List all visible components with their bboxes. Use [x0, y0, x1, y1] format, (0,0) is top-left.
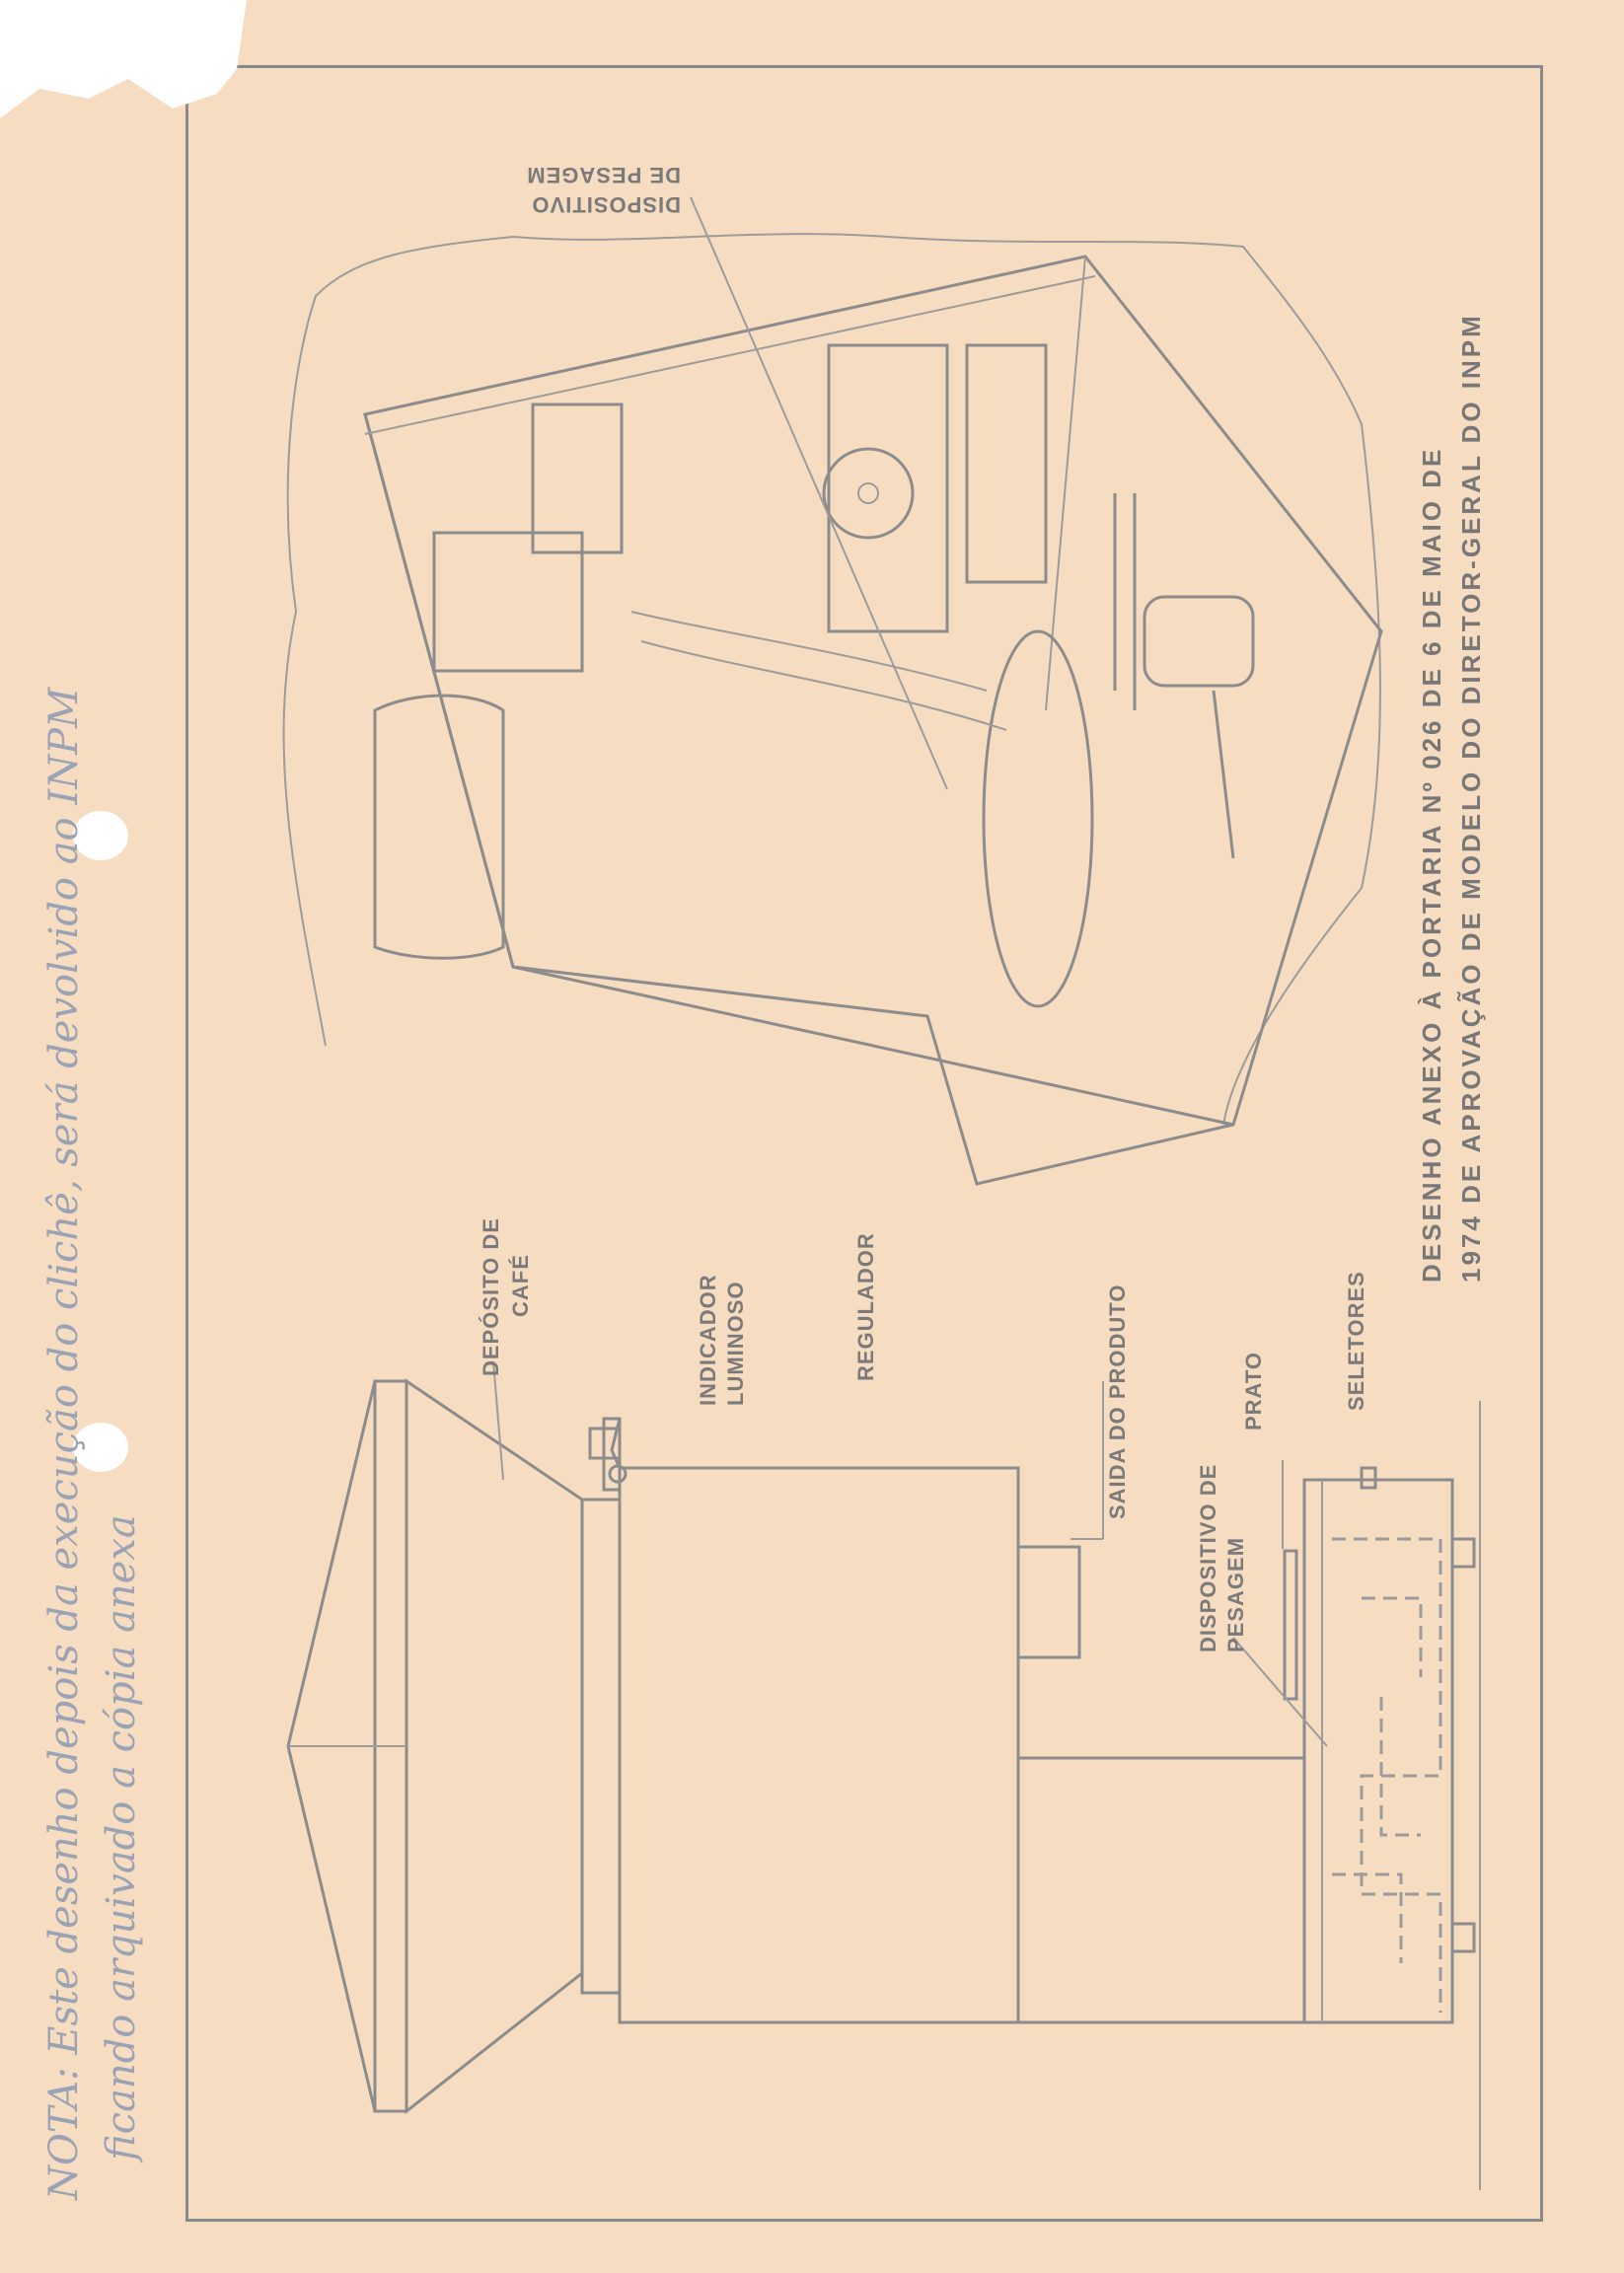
cable: [630, 611, 988, 692]
svg-text:SELETORES: SELETORES: [1344, 1271, 1368, 1411]
hopper-cylinder: [373, 694, 505, 960]
svg-text:DEPÓSITO DE: DEPÓSITO DE: [479, 1217, 503, 1376]
note-line-1: NOTA: Este desenho depois da execução do…: [41, 687, 87, 2201]
label-regulador: REGULADOR: [853, 1232, 878, 1381]
handwritten-note: NOTA: Este desenho depois da execução do…: [41, 687, 144, 2201]
machine-lower-body: [1016, 1756, 1306, 2024]
wheel: [822, 447, 915, 540]
mechanism-frame: [827, 343, 949, 633]
label-top-dispositivo: DISPOSITIVO DE PESAGEM: [526, 163, 681, 217]
hopper-neck: [580, 1498, 622, 1995]
punch-hole-upper: [73, 811, 128, 860]
svg-text:INDICADOR: INDICADOR: [696, 1274, 720, 1406]
dispenser-cutaway-view: [282, 196, 1383, 1186]
note-line-2: ficando arquivado a cópia anexa: [99, 1514, 144, 2163]
label-saida-produto: SAIDA DO PRODUTO: [1105, 1284, 1130, 1519]
punch-hole-lower: [73, 1423, 128, 1472]
torn-corner: [0, 0, 247, 118]
svg-text:PRATO: PRATO: [1241, 1352, 1266, 1430]
svg-text:LUMINOSO: LUMINOSO: [723, 1281, 748, 1406]
machine-body: [618, 1466, 1020, 2024]
svg-text:SAIDA DO PRODUTO: SAIDA DO PRODUTO: [1105, 1284, 1130, 1519]
weighing-mechanism-hidden: [1332, 1537, 1442, 2013]
cabinet-outline: [363, 255, 1383, 1186]
motor-cylinder: [1143, 595, 1255, 688]
weighing-plate: [982, 629, 1094, 1008]
dispenser-side-view: [286, 1360, 1476, 2115]
label-prato: PRATO: [1241, 1352, 1266, 1430]
drawing-frame: [185, 65, 1543, 2222]
foot-back: [1450, 1922, 1476, 1953]
label-deposito-cafe: DEPÓSITO DE CAFÉ: [479, 1217, 533, 1376]
internal-block: [432, 531, 584, 673]
hopper-body: [405, 1378, 584, 2115]
svg-text:DE PESAGEM: DE PESAGEM: [526, 163, 681, 187]
svg-text:REGULADOR: REGULADOR: [853, 1232, 878, 1381]
svg-text:DISPOSITIVO DE: DISPOSITIVO DE: [1196, 1464, 1220, 1652]
foot-front: [1450, 1537, 1476, 1569]
indicator-light-icon: [608, 1464, 627, 1484]
cutaway-edge: [282, 233, 1381, 1126]
caption-line-1: DESENHO ANEXO À PORTARIA Nº 026 DE 6 DE …: [1417, 447, 1446, 1283]
svg-text:PESAGEM: PESAGEM: [1223, 1537, 1248, 1652]
mechanism-block: [965, 343, 1048, 584]
internal-box-top: [531, 403, 624, 554]
caption-line-2: 1974 DE APROVAÇÃO DE MODELO DO DIRETOR-G…: [1456, 313, 1486, 1283]
label-seletores: SELETORES: [1344, 1271, 1368, 1411]
svg-text:DISPOSITIVO: DISPOSITIVO: [531, 192, 681, 217]
caption: DESENHO ANEXO À PORTARIA Nº 026 DE 6 DE …: [1417, 313, 1486, 1283]
label-indicador-luminoso: INDICADOR LUMINOSO: [696, 1274, 748, 1406]
machine-base: [1302, 1478, 1454, 2024]
product-outlet: [1016, 1545, 1081, 1659]
svg-text:CAFÉ: CAFÉ: [508, 1254, 533, 1317]
label-dispositivo-pesagem: DISPOSITIVO DE PESAGEM: [1196, 1464, 1248, 1652]
plate: [1283, 1549, 1298, 1701]
selectors: [1360, 1466, 1377, 1490]
